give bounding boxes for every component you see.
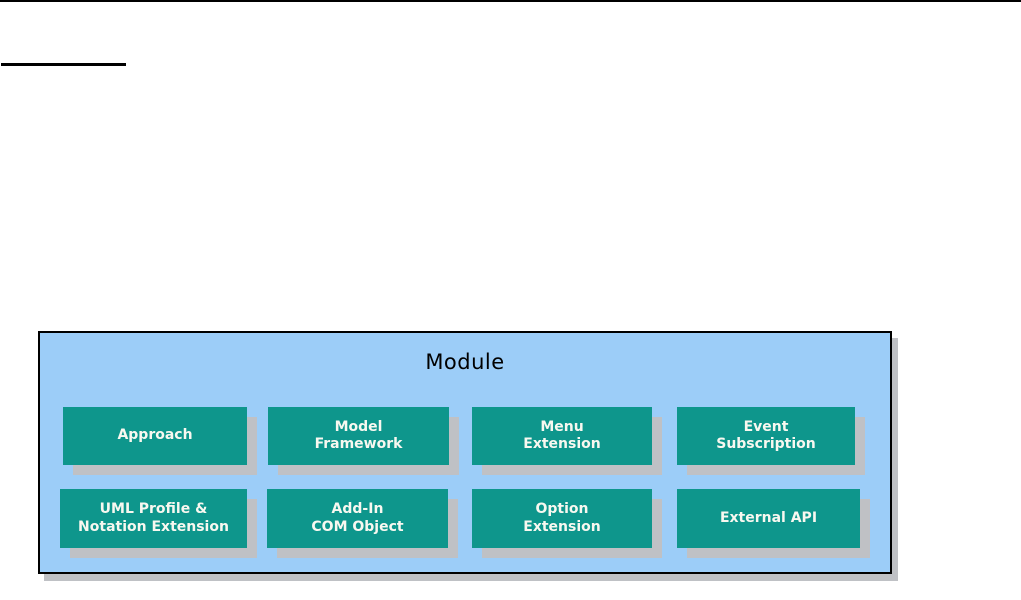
module-box-external-api: External API bbox=[677, 489, 860, 548]
heading-underline bbox=[1, 63, 126, 66]
module-diagram: Module Approach Model Framework Menu Ext… bbox=[38, 331, 892, 574]
module-box-menu-extension: Menu Extension bbox=[472, 407, 652, 465]
module-box-approach: Approach bbox=[63, 407, 247, 465]
module-box-model-framework: Model Framework bbox=[268, 407, 449, 465]
top-rule bbox=[0, 0, 1021, 2]
module-box-option-extension: Option Extension bbox=[472, 489, 652, 548]
module-box-add-in-com-object: Add-In COM Object bbox=[267, 489, 448, 548]
module-box-uml-profile-notation-extension: UML Profile & Notation Extension bbox=[60, 489, 247, 548]
module-box-event-subscription: Event Subscription bbox=[677, 407, 855, 465]
diagram-title: Module bbox=[425, 350, 505, 374]
